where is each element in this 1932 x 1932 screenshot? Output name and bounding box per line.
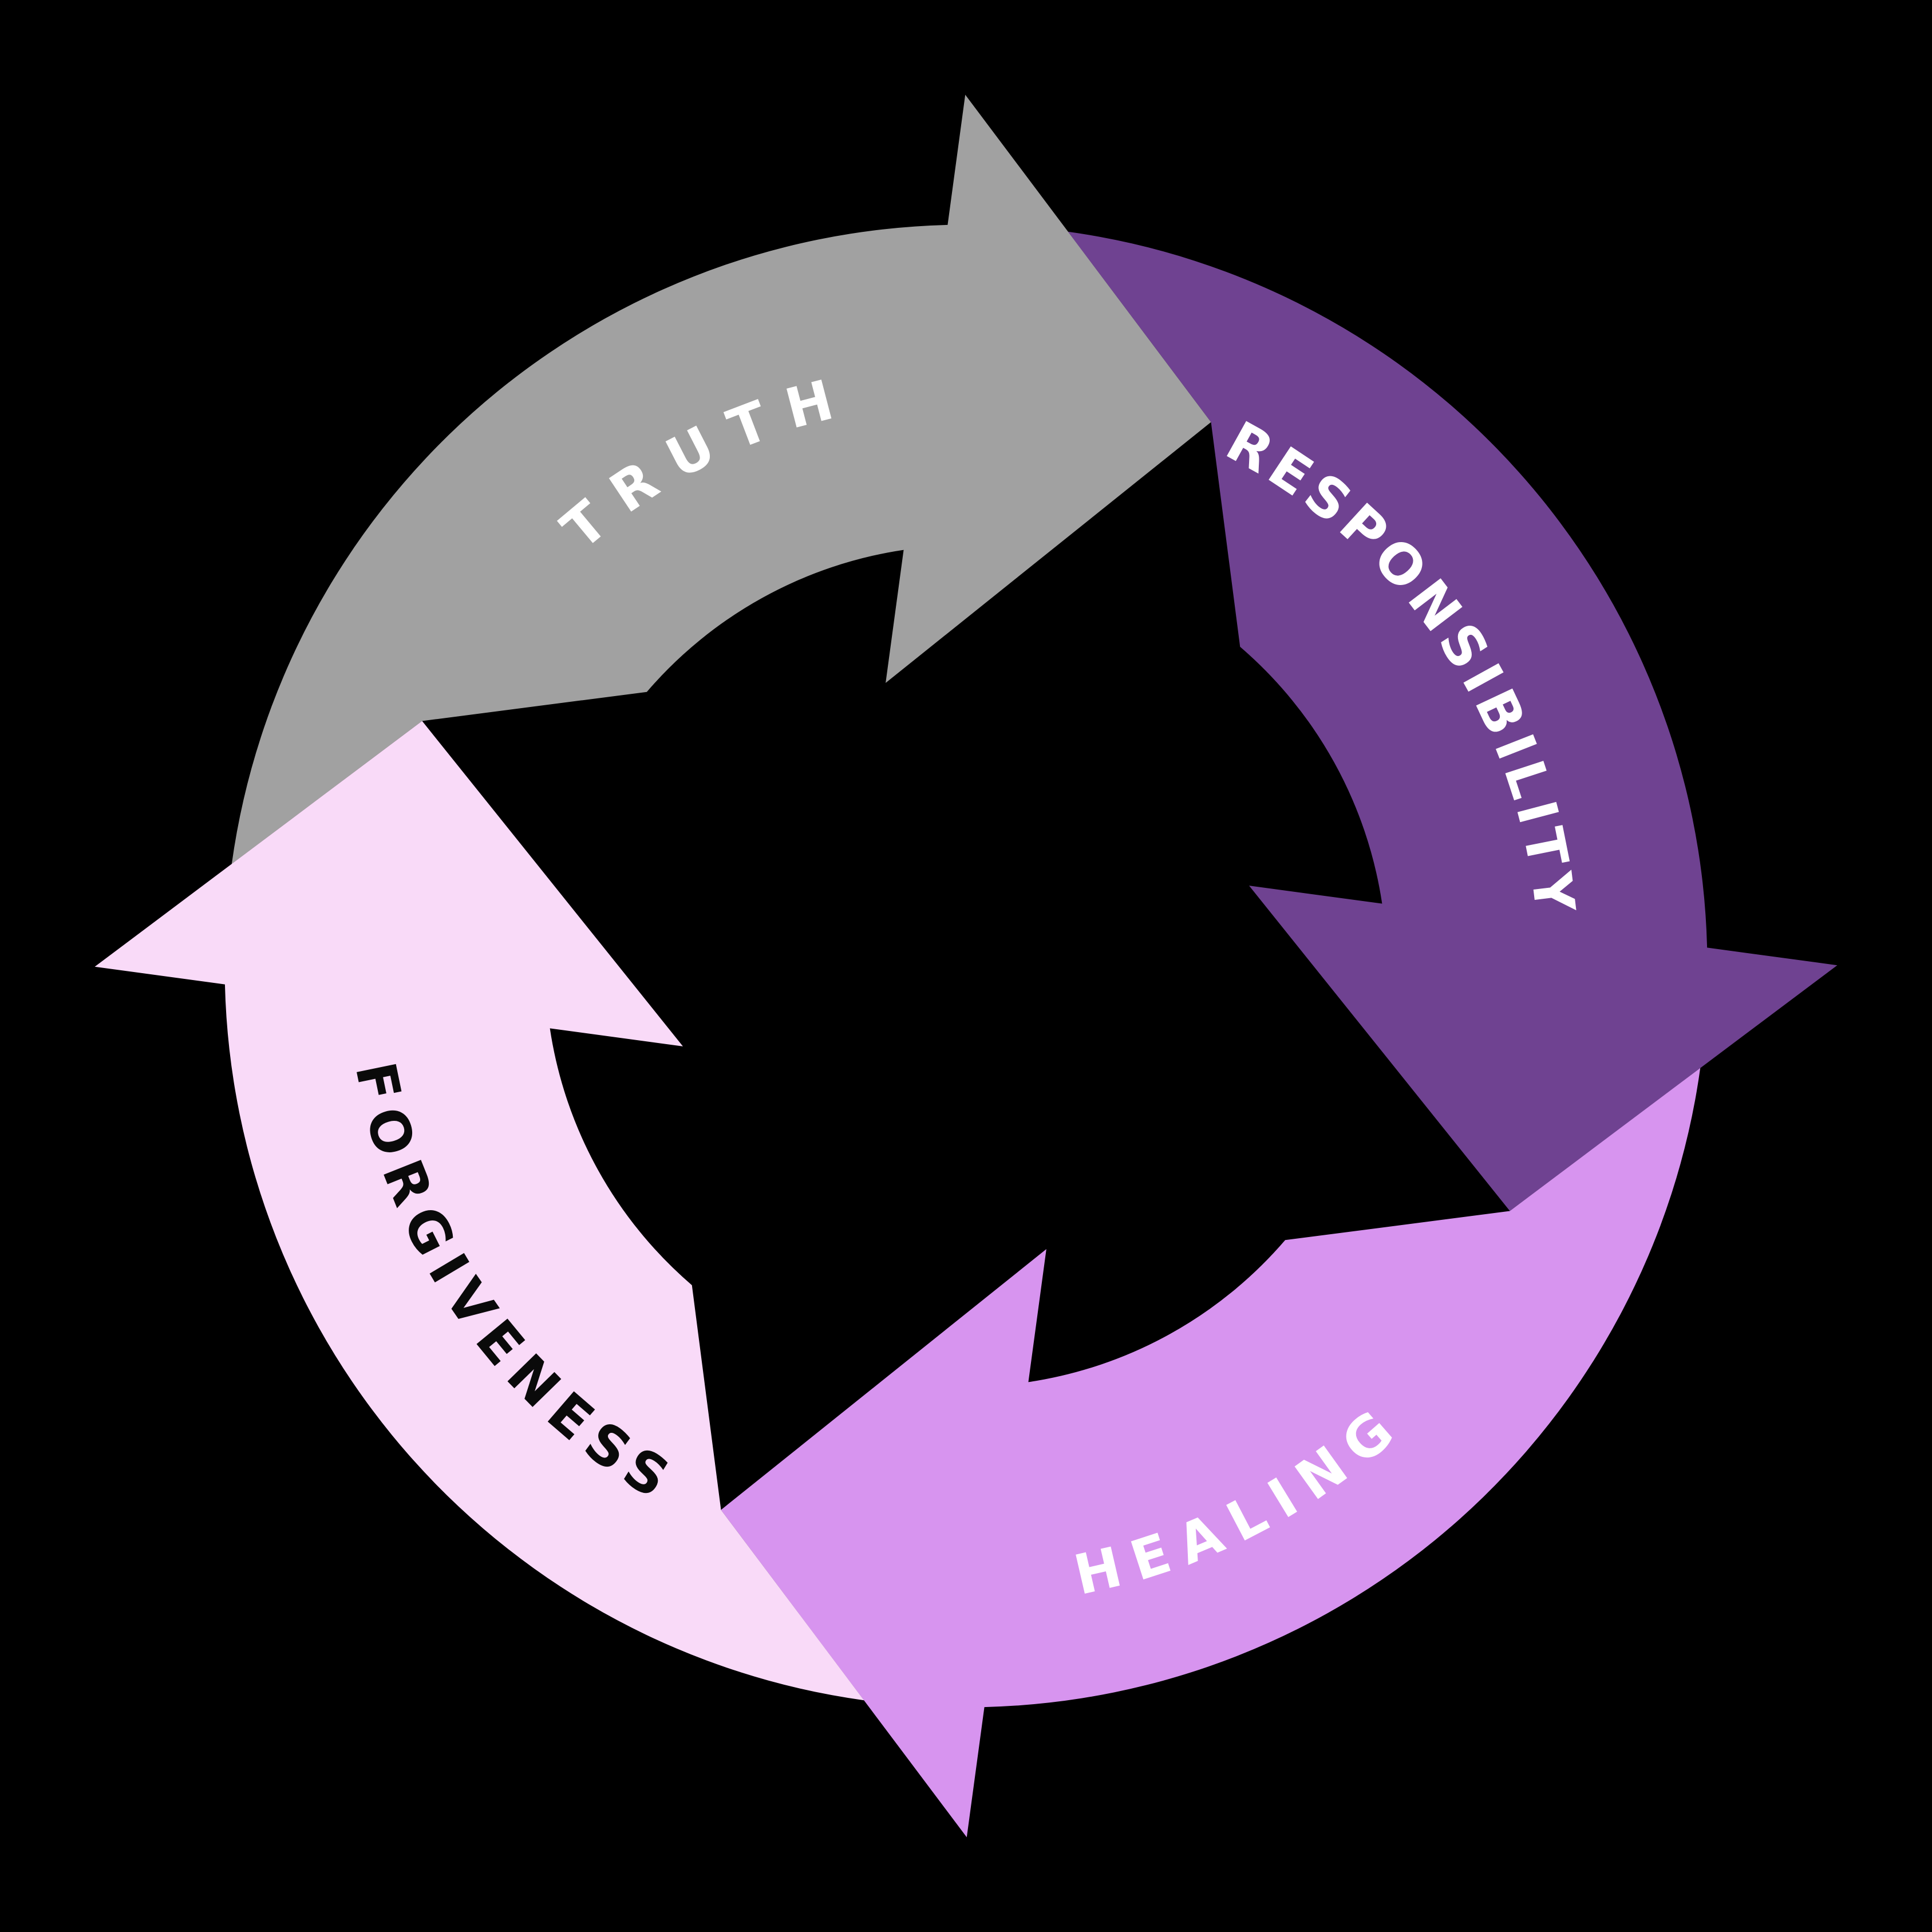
cycle-arrow-responsibility xyxy=(1068,231,1838,1211)
cycle-arrow-healing xyxy=(721,1068,1701,1838)
cycle-arrow-forgiveness xyxy=(94,721,864,1701)
cycle-arrow-truth xyxy=(231,94,1211,864)
